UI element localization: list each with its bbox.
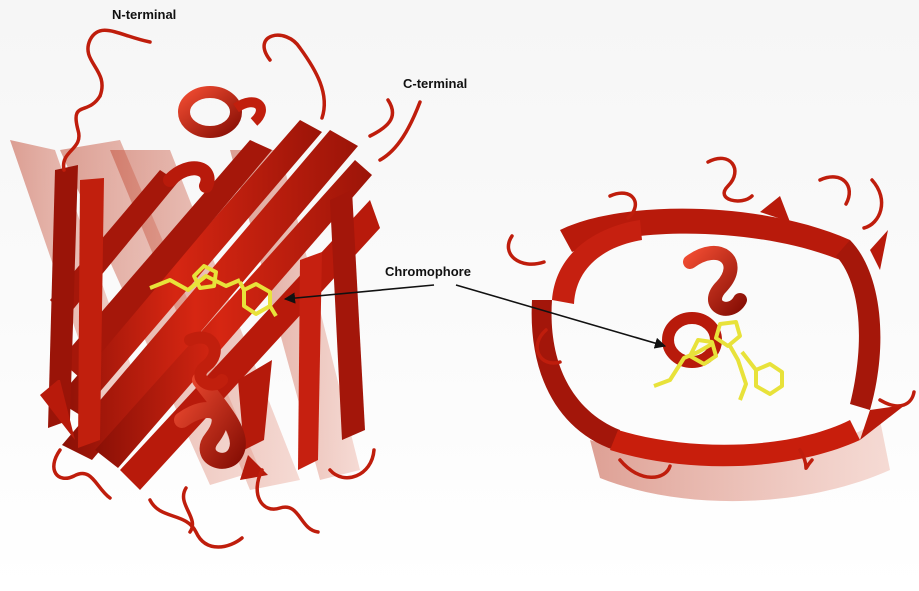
chromophore-label: Chromophore	[385, 264, 471, 279]
n-terminal-label: N-terminal	[112, 7, 176, 22]
c-terminal-label: C-terminal	[403, 76, 467, 91]
gfp-barrel-top-view	[508, 158, 914, 501]
gfp-barrel-side-view	[10, 30, 420, 547]
